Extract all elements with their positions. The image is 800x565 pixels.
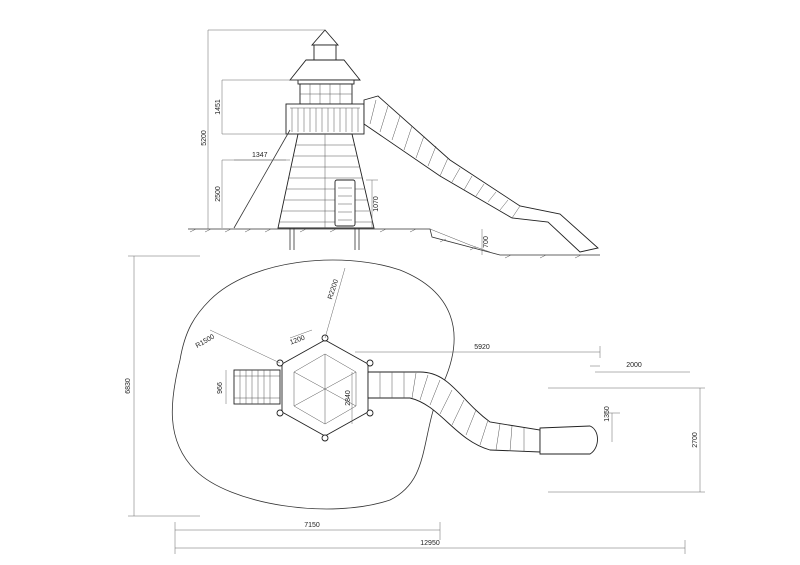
hexagon-spokes [293, 354, 357, 424]
dim-platform-height: 2500 [215, 186, 222, 202]
dim-ladder-width: 966 [217, 382, 224, 394]
slide-ground-mound [429, 228, 491, 253]
roof-band [297, 79, 355, 85]
ground-hatching [189, 228, 582, 259]
climbing-holds [338, 187, 352, 221]
cupola-roof [311, 29, 339, 46]
dim-rope-offset: 1347 [252, 152, 268, 159]
tube-slide-elevation [363, 95, 599, 253]
plan-dimensions [128, 255, 705, 554]
cabin-boards [300, 84, 352, 104]
elevation-view: 5200 1451 2500 1347 1070 700 [188, 29, 600, 259]
dim-exit-zone-width: 2700 [692, 432, 699, 448]
dim-safety-radius-right: R2200 [327, 279, 340, 301]
dim-climber-height: 1070 [373, 196, 380, 212]
ladder-rungs [234, 370, 280, 404]
dim-total-height: 5200 [201, 130, 208, 146]
dim-hex-side: 1200 [289, 335, 306, 347]
radius-line-right [324, 267, 346, 339]
ground-line [188, 228, 600, 256]
tower-body [277, 133, 375, 229]
dim-slide-exit-width: 1350 [604, 406, 611, 422]
dim-slide-reach: 5920 [474, 344, 490, 351]
tower-roof [289, 59, 361, 81]
elevation-dimensions [203, 29, 483, 255]
railing-posts [290, 107, 360, 132]
plan-view: 6830 R2200 R1500 1200 2840 966 5920 2000… [125, 255, 705, 554]
safety-zone-outline [171, 259, 455, 510]
climbing-wall [334, 179, 356, 227]
dim-hex-width: 2840 [345, 390, 352, 406]
dim-tower-top-height: 1451 [215, 99, 222, 115]
dim-overall-length: 12950 [420, 540, 440, 547]
dim-overall-width: 6830 [125, 378, 132, 394]
dim-area-length: 7150 [304, 522, 320, 529]
platform-railing [285, 103, 365, 135]
cupola [313, 44, 337, 61]
tower-planks [280, 134, 372, 228]
rope-line [233, 129, 291, 229]
corner-posts [276, 334, 374, 442]
ladder [233, 369, 281, 405]
tower-legs [289, 228, 360, 250]
dim-slide-exit-height: 700 [483, 236, 490, 248]
radius-line-left [209, 329, 281, 364]
dim-slide-run-out: 2000 [626, 362, 642, 369]
tube-slide-plan [367, 371, 598, 455]
slide-exit [539, 425, 598, 455]
dim-safety-radius-left: R1500 [195, 333, 216, 349]
